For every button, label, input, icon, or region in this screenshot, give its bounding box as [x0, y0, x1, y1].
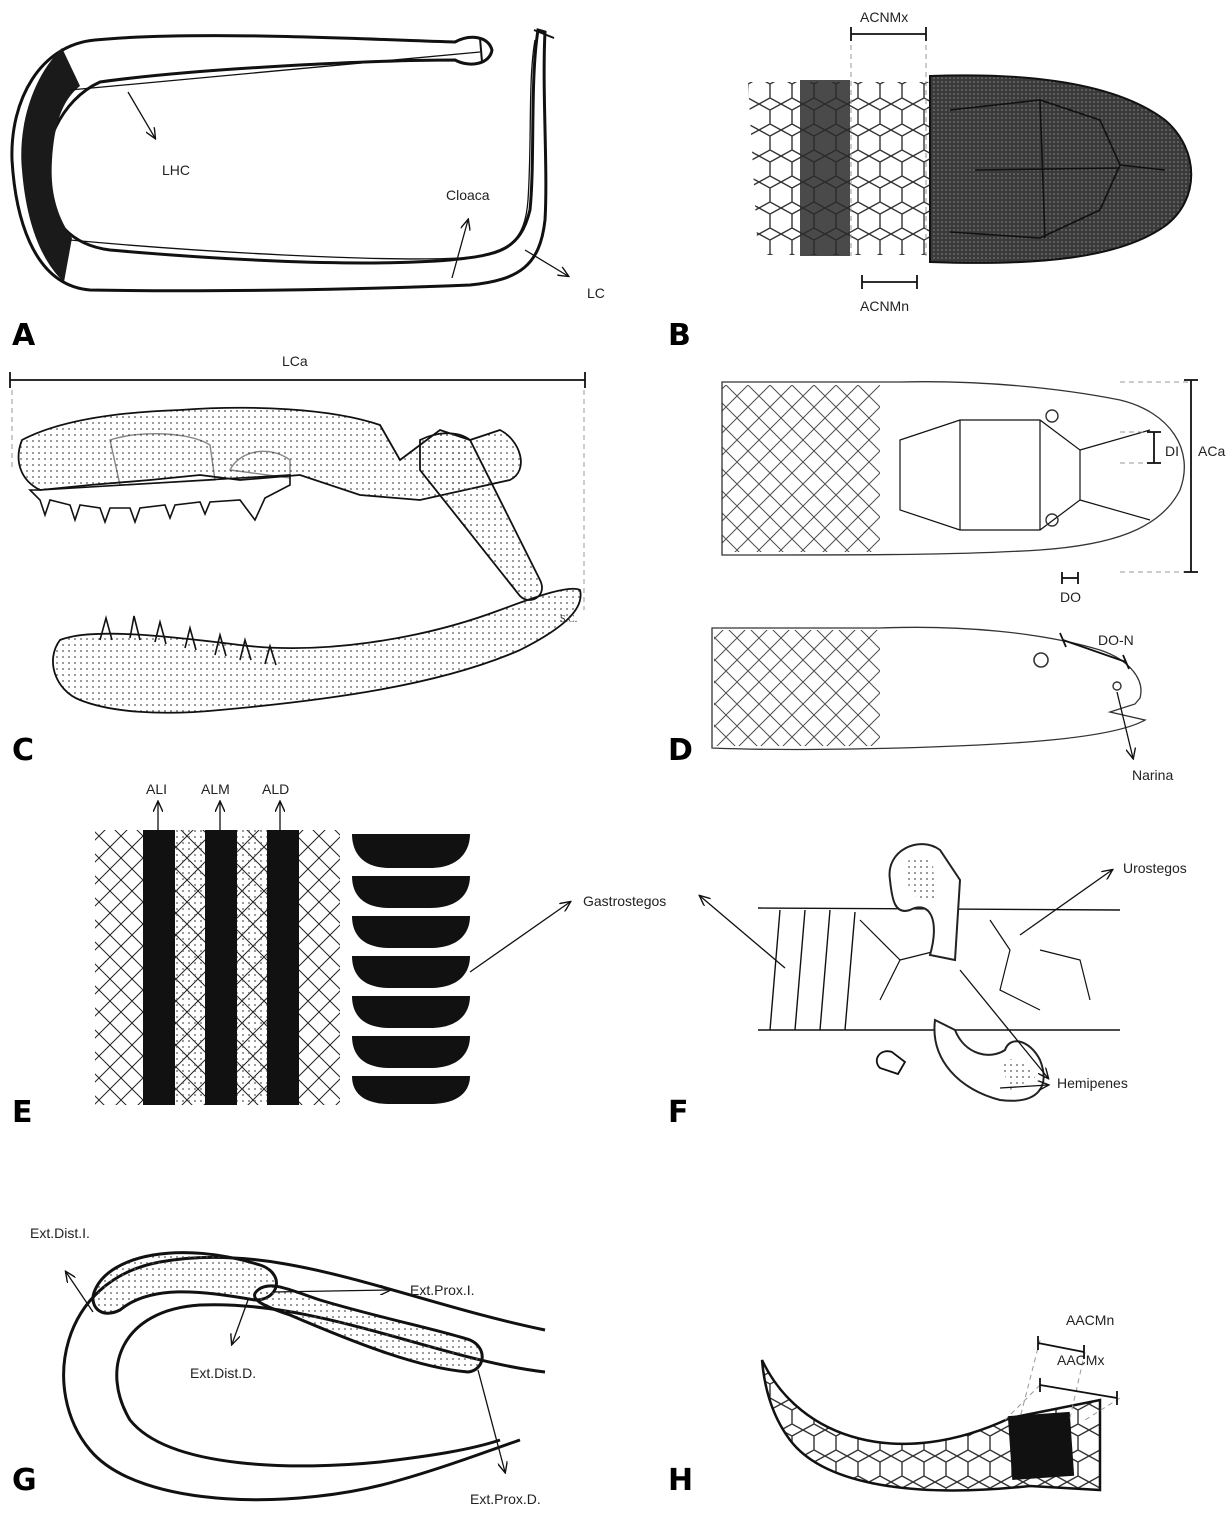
label-ext-prox-d: Ext.Prox.D. [470, 1491, 541, 1507]
dark-nuchal-band [800, 80, 850, 256]
dorsal-scales-rear [722, 385, 880, 552]
panel-letter-d: D [668, 733, 693, 768]
label-narina: Narina [1132, 767, 1173, 783]
label-gastrostegos: Gastrostegos [583, 893, 666, 909]
label-alm: ALM [201, 781, 230, 797]
label-cloaca: Cloaca [446, 187, 490, 203]
label-do: DO [1060, 589, 1081, 605]
panel-f: Urostegos Hemipenes F [668, 844, 1187, 1130]
panel-e: ALI ALM ALD Gastrostegos E [12, 781, 666, 1130]
extension-proximal-left [93, 1253, 276, 1314]
label-ext-dist-d: Ext.Dist.D. [190, 1365, 256, 1381]
panel-g: Ext.Dist.I. Ext.Prox.I. Ext.Dist.D. Ext.… [12, 1225, 545, 1507]
panel-letter-h: H [668, 1463, 693, 1498]
mandible [53, 589, 581, 713]
panel-a: LHC Cloaca LC A [12, 30, 605, 353]
label-ali: ALI [146, 781, 167, 797]
stripe-ali [143, 830, 175, 1105]
label-ald: ALD [262, 781, 289, 797]
label-aca: ACa [1198, 443, 1225, 459]
artist-signature: S.C. [560, 614, 577, 625]
label-urostegos: Urostegos [1123, 860, 1187, 876]
label-aacmn: AACMn [1066, 1312, 1114, 1328]
hemipenis-lower [934, 1020, 1043, 1101]
panel-d: DI ACa DO DO-N Narina D [668, 380, 1225, 783]
snake-body-outline [12, 30, 546, 291]
panel-letter-b: B [668, 318, 691, 353]
panel-letter-g: G [12, 1463, 37, 1498]
ventral-scutes [352, 834, 470, 1104]
panel-letter-e: E [12, 1095, 33, 1130]
panel-letter-c: C [12, 733, 34, 768]
label-aacmx: AACMx [1057, 1352, 1104, 1368]
label-acnmn: ACNMn [860, 298, 909, 314]
panel-letter-f: F [668, 1095, 689, 1130]
label-lca: LCa [282, 353, 308, 369]
panel-c: LCa S.C. C [10, 353, 585, 768]
panel-h: AACMx AACMn H [668, 1312, 1120, 1498]
dark-caudal-band [1008, 1412, 1074, 1480]
stripe-alm [205, 830, 237, 1105]
lateral-scales-rear [714, 630, 880, 746]
panel-letter-a: A [12, 318, 36, 353]
label-ext-prox-i: Ext.Prox.I. [410, 1282, 475, 1298]
label-lc: LC [587, 285, 605, 301]
panel-b: ACNMx ACNMn B [668, 9, 1191, 353]
label-hemipenes: Hemipenes [1057, 1075, 1128, 1091]
label-ext-dist-i: Ext.Dist.I. [30, 1225, 90, 1241]
label-di: DI [1165, 443, 1179, 459]
stripe-ald [267, 830, 299, 1105]
label-acnmx: ACNMx [860, 9, 908, 25]
label-lhc: LHC [162, 162, 190, 178]
extension-distal-right [255, 1286, 483, 1372]
label-do-n: DO-N [1098, 632, 1134, 648]
